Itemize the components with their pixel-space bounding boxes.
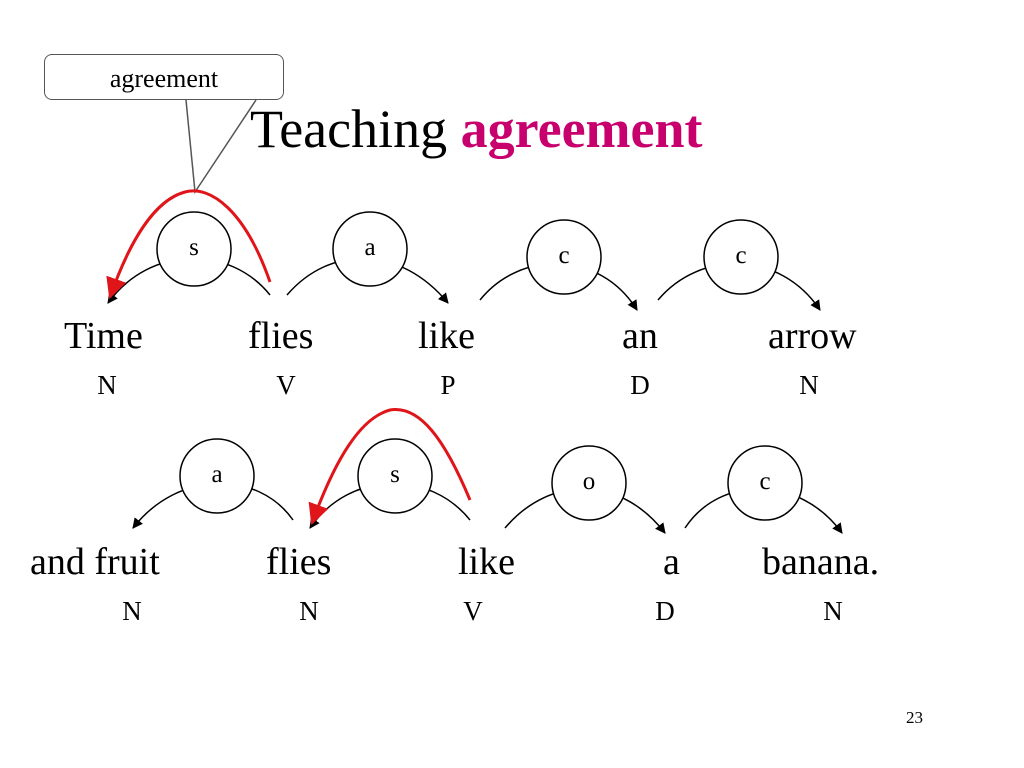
callout-label: agreement <box>109 64 219 93</box>
word: Time <box>64 315 143 357</box>
arc-node-circle <box>332 211 408 287</box>
word: an <box>622 315 658 357</box>
slide-title: Teaching agreement <box>250 98 703 160</box>
arc-label: c <box>759 468 771 495</box>
arc-node-circle <box>156 211 232 287</box>
word: and fruit <box>30 541 160 583</box>
word: like <box>418 315 475 357</box>
arc-label: a <box>364 234 376 261</box>
callout-box <box>44 54 284 100</box>
arc-label: c <box>558 242 570 269</box>
arc-label: a <box>211 461 223 488</box>
pos-tag: V <box>463 596 483 626</box>
arc-node-circle <box>703 219 779 295</box>
arc-node-circle <box>727 445 803 521</box>
arc-label: s <box>390 461 400 488</box>
pos-tag: N <box>122 596 142 626</box>
pos-tag: N <box>799 370 819 400</box>
red-agreement-arc-2 <box>308 408 472 525</box>
pos-tag: N <box>823 596 843 626</box>
red-agreement-arc-1 <box>106 189 272 299</box>
arc-label: s <box>189 234 199 261</box>
arc-node-circle <box>179 438 255 514</box>
word: flies <box>266 541 332 583</box>
word: arrow <box>768 315 857 357</box>
arc-node-circle <box>551 445 627 521</box>
pos-tag: N <box>299 596 319 626</box>
word: a <box>663 541 680 583</box>
pos-tag: D <box>655 596 675 626</box>
arc-label: c <box>735 242 747 269</box>
arc-node-circle <box>357 438 433 514</box>
page-number: 23 <box>906 708 923 727</box>
arc-label: o <box>582 468 596 495</box>
word: banana. <box>762 541 880 583</box>
pos-tag: D <box>630 370 650 400</box>
arc-node-circle <box>526 219 602 295</box>
title-highlight: agreement <box>460 99 703 159</box>
callout-pointer <box>185 99 257 195</box>
word: like <box>458 541 515 583</box>
pos-tag: P <box>440 370 456 400</box>
word: flies <box>248 315 314 357</box>
pos-tag: V <box>276 370 296 400</box>
pos-tag: N <box>97 370 117 400</box>
title-plain: Teaching <box>250 99 448 159</box>
